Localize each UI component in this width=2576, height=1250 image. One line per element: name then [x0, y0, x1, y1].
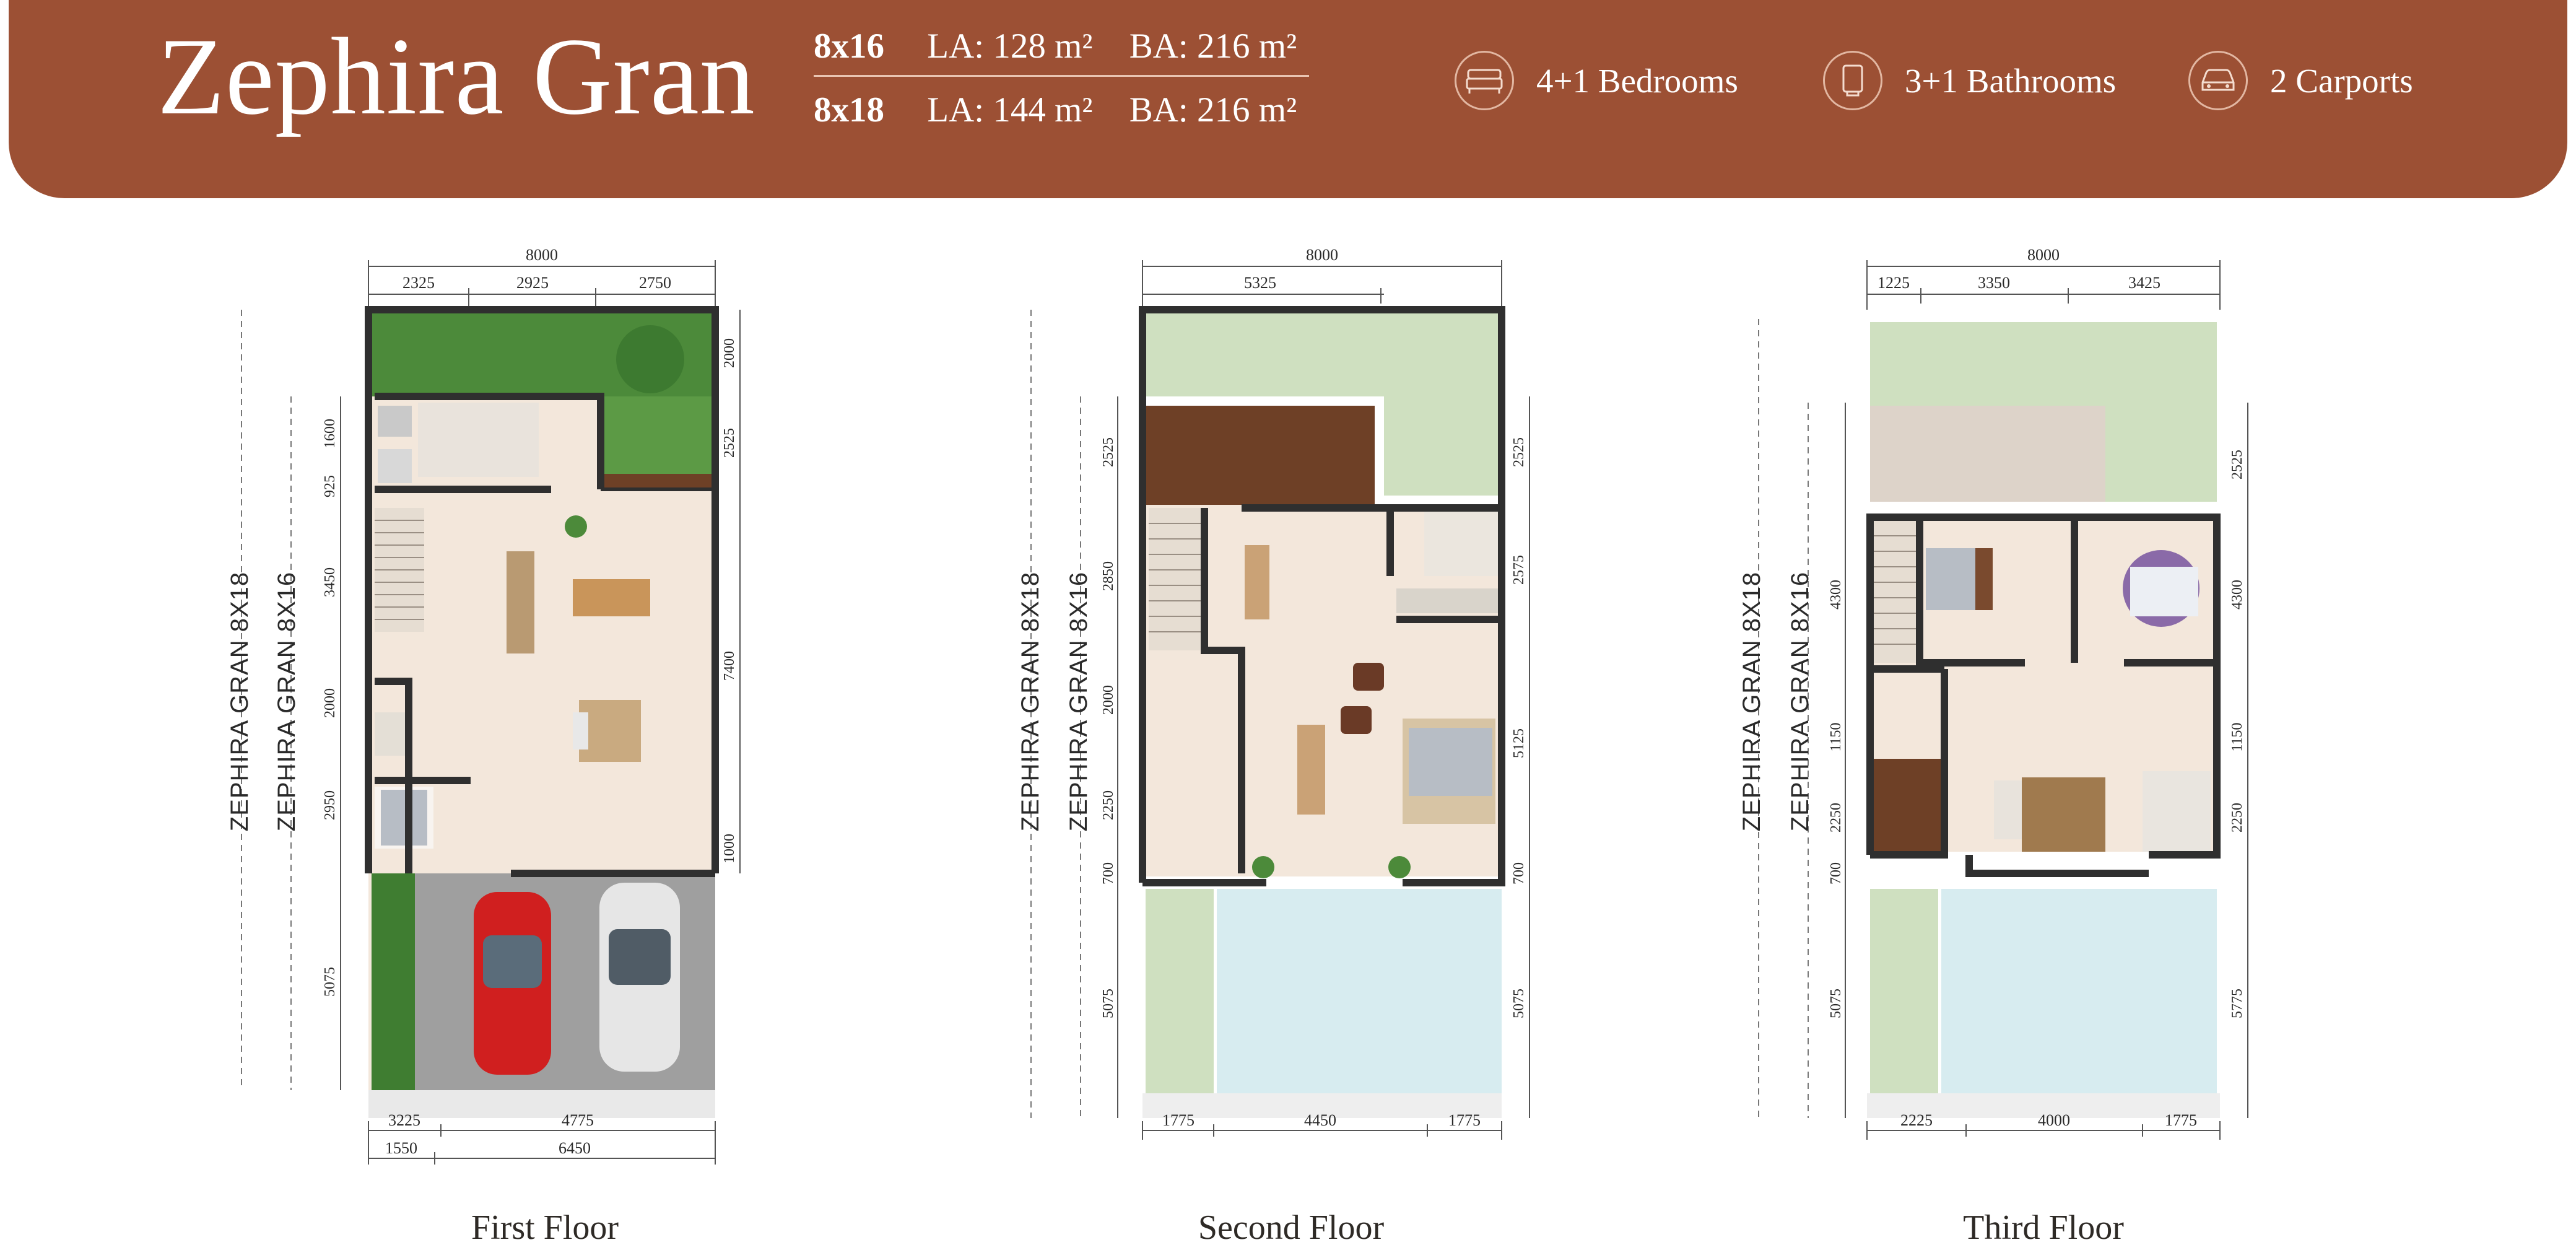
dim-left: 3450	[322, 567, 338, 597]
dim-bottom: 4000	[2038, 1111, 2070, 1129]
dim-left: 1600	[322, 419, 338, 448]
dim-top-seg: 2325	[402, 274, 435, 292]
dim-left: 2525	[1100, 437, 1116, 467]
bed-icon	[1455, 51, 1514, 110]
dim-bottom: 1550	[385, 1139, 417, 1157]
second-floor-drawing: 8000 5325	[1030, 246, 1530, 1140]
dim-left: 700	[1100, 862, 1116, 885]
page-title: Zephira Gran	[157, 15, 755, 138]
feature-bathrooms: 3+1 Bathrooms	[1823, 46, 2116, 115]
spec-row-8x18: 8x18 LA: 144 m² BA: 216 m²	[814, 79, 1309, 141]
bathroom-icon	[1823, 51, 1882, 110]
dim-left: 925	[322, 475, 338, 497]
dim-right: 2575	[1511, 555, 1527, 585]
spec-building-area: BA: 216 m²	[1129, 90, 1297, 129]
dim-left: 2000	[322, 688, 338, 718]
dim-top-seg: 2925	[516, 274, 549, 292]
vertical-label-8x18: ZEPHIRA GRAN 8X18	[226, 571, 254, 832]
dim-bottom: 3225	[388, 1111, 420, 1129]
dim-right: 5125	[1511, 728, 1527, 758]
vertical-label-8x18: ZEPHIRA GRAN 8X18	[1738, 571, 1766, 832]
floor-label-first: First Floor	[471, 1208, 619, 1247]
dim-bottom: 4775	[562, 1111, 594, 1129]
spec-land-area: LA: 144 m²	[927, 90, 1093, 129]
dim-right: 4300	[2229, 580, 2245, 610]
dim-right: 2000	[721, 338, 738, 368]
dim-right: 700	[1511, 862, 1527, 885]
feature-bedrooms-label: 4+1 Bedrooms	[1536, 61, 1738, 100]
car-icon	[2188, 51, 2248, 110]
dim-right: 2525	[1511, 437, 1527, 467]
spec-code: 8x16	[814, 27, 884, 66]
dim-right: 2525	[721, 428, 738, 458]
second-floor-plan: 8000 5325	[951, 235, 1632, 1250]
spec-building-area: BA: 216 m²	[1129, 27, 1297, 66]
first-floor-drawing: 8000 2325 2925 2750	[241, 246, 741, 1165]
dim-right: 7400	[721, 651, 738, 681]
dim-right: 1000	[721, 834, 738, 863]
dim-top-seg: 3350	[1978, 274, 2010, 292]
vertical-label-8x16: ZEPHIRA GRAN 8X16	[1065, 571, 1093, 832]
dim-bottom: 1775	[1162, 1111, 1194, 1129]
feature-carports: 2 Carports	[2188, 46, 2413, 115]
dim-left: 2850	[1100, 561, 1116, 591]
dim-top-seg: 2750	[639, 274, 671, 292]
spec-row-8x16: 8x16 LA: 128 m² BA: 216 m²	[814, 15, 1309, 77]
dim-top-seg: 5325	[1244, 274, 1276, 292]
dim-left: 1150	[1828, 722, 1844, 751]
spec-land-area: LA: 128 m²	[927, 27, 1093, 66]
dim-left: 2250	[1828, 803, 1844, 833]
dim-right: 1150	[2229, 722, 2245, 751]
spec-code: 8x18	[814, 90, 884, 129]
dim-left: 2950	[322, 790, 338, 820]
vertical-label-8x16: ZEPHIRA GRAN 8X16	[273, 571, 301, 832]
third-floor-drawing: 8000 1225 3350 3425	[1758, 246, 2248, 1140]
dim-left: 5075	[1828, 989, 1844, 1018]
dim-top-total: 8000	[2027, 246, 2060, 264]
dim-bottom: 1775	[1448, 1111, 1481, 1129]
first-floor-plan: 8000 2325 2925 2750	[204, 235, 886, 1250]
dim-top-seg: 3425	[2128, 274, 2160, 292]
spec-divider	[814, 75, 1309, 77]
dim-left: 5075	[322, 967, 338, 997]
dim-left: 2000	[1100, 685, 1116, 715]
dim-top-total: 8000	[526, 246, 558, 264]
floor-label-second: Second Floor	[1198, 1208, 1385, 1247]
dim-bottom: 2225	[1900, 1111, 1933, 1129]
dim-left: 4300	[1828, 580, 1844, 610]
feature-carports-label: 2 Carports	[2270, 61, 2413, 100]
feature-bedrooms: 4+1 Bedrooms	[1455, 46, 1738, 115]
dim-bottom: 6450	[559, 1139, 591, 1157]
vertical-label-8x18: ZEPHIRA GRAN 8X18	[1017, 571, 1045, 832]
dim-left: 700	[1828, 862, 1844, 885]
header-banner: Zephira Gran 8x16 LA: 128 m² BA: 216 m² …	[9, 0, 2567, 198]
feature-bathrooms-label: 3+1 Bathrooms	[1905, 61, 2117, 100]
third-floor-plan: 8000 1225 3350 3425	[1703, 235, 2384, 1250]
dim-bottom: 4450	[1304, 1111, 1336, 1129]
vertical-label-8x16: ZEPHIRA GRAN 8X16	[1786, 571, 1814, 832]
dim-right: 2250	[2229, 803, 2245, 833]
dim-left: 5075	[1100, 989, 1116, 1018]
dim-right: 2525	[2229, 450, 2245, 479]
dim-bottom: 1775	[2165, 1111, 2197, 1129]
floor-label-third: Third Floor	[1963, 1208, 2124, 1247]
dim-right: 5075	[1511, 989, 1527, 1018]
dim-left: 2250	[1100, 790, 1116, 820]
dim-right: 5775	[2229, 989, 2245, 1018]
dim-top-seg: 1225	[1878, 274, 1910, 292]
dim-top-total: 8000	[1306, 246, 1338, 264]
